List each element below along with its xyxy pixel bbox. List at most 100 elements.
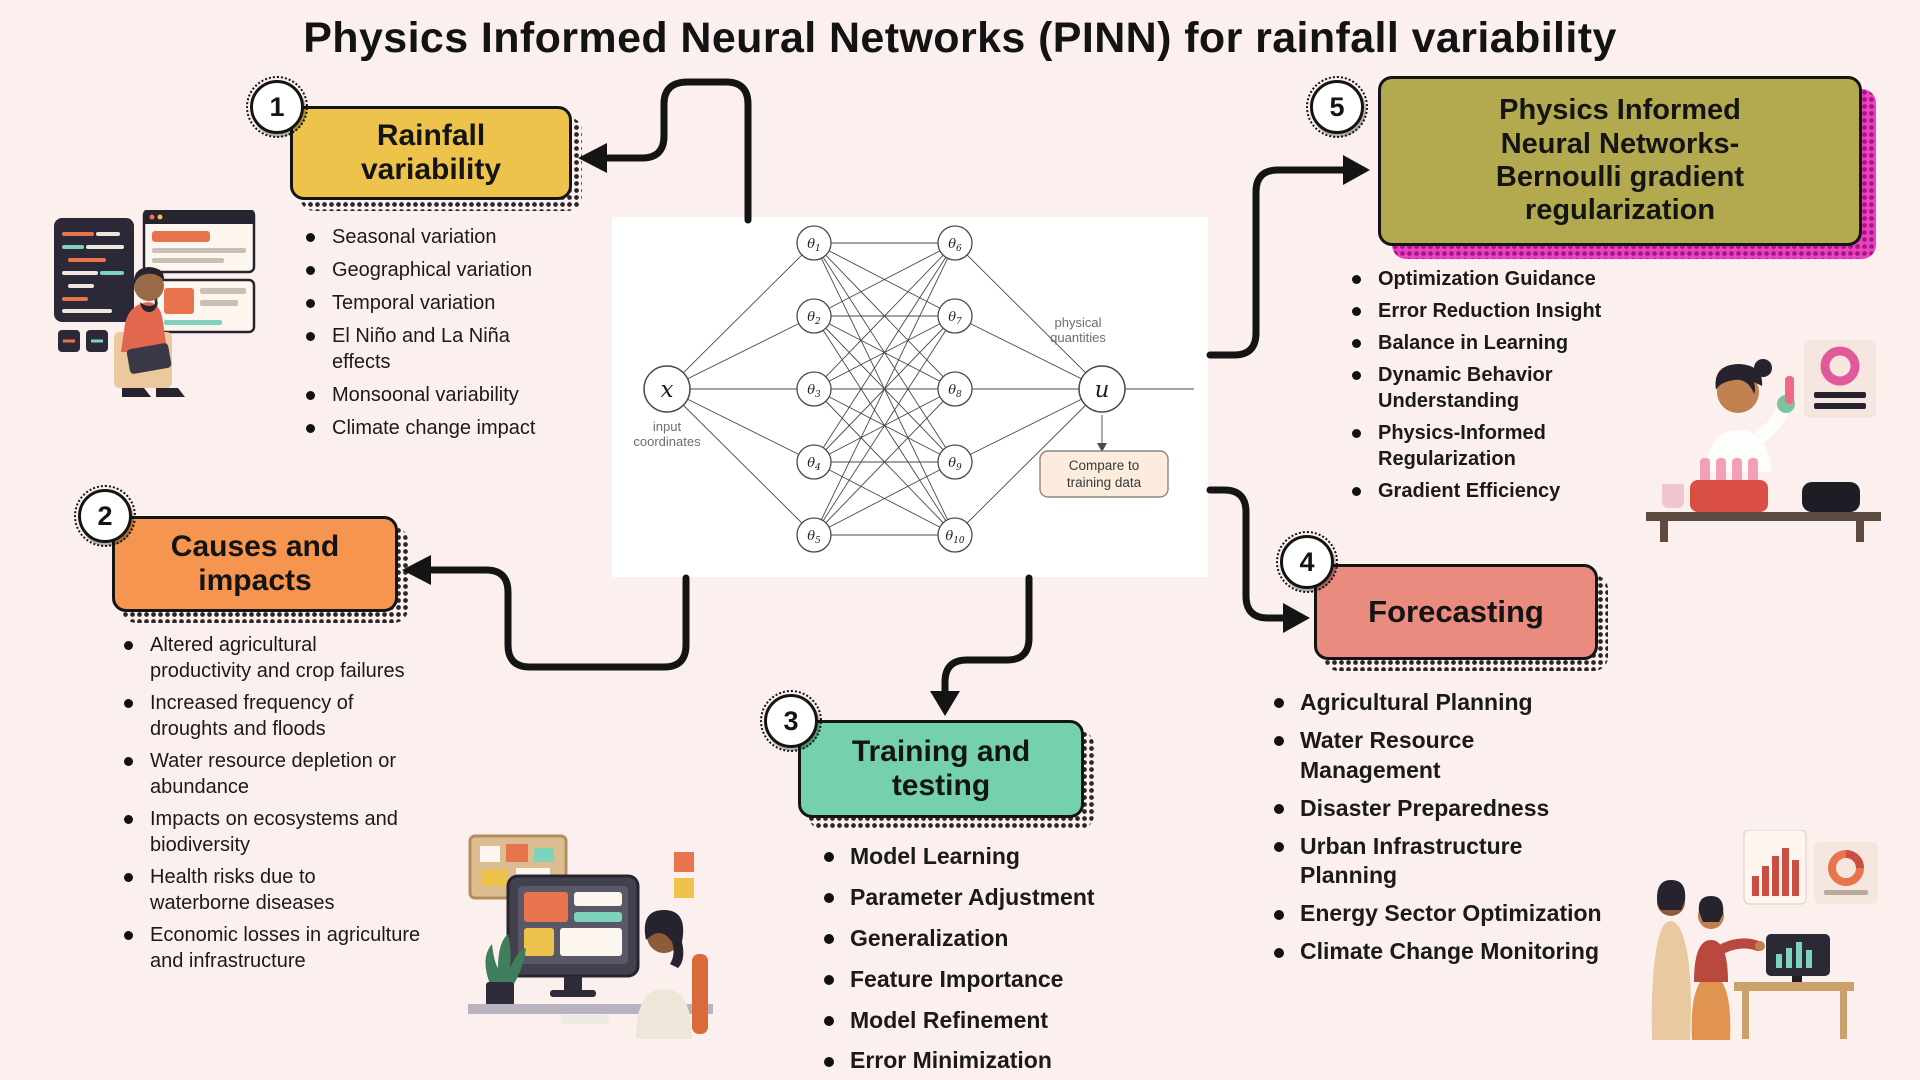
- rect-shape: [200, 300, 238, 306]
- desk-with-monitor: [1734, 934, 1854, 1039]
- desk-top: [468, 1004, 713, 1014]
- hidden-node-label: θ2: [807, 310, 821, 327]
- g-shape: [1776, 942, 1812, 968]
- nn-edge: [813, 242, 956, 317]
- browser-windows: [142, 210, 256, 334]
- step-number: 5: [1329, 91, 1345, 122]
- equipment-card: [1804, 340, 1876, 418]
- list-item: Dynamic Behavior Understanding: [1348, 362, 1668, 414]
- arrowhead-section-5: [1343, 155, 1370, 185]
- list-item: Altered agricultural productivity and cr…: [120, 632, 500, 684]
- rect-shape: [1814, 403, 1866, 409]
- nn-edge: [954, 242, 1103, 390]
- path-shape: [133, 267, 165, 286]
- path-shape: [1651, 921, 1691, 1040]
- rect-shape: [482, 870, 508, 886]
- nn-tspan: θ: [948, 237, 956, 252]
- seated-developer: [114, 267, 185, 397]
- nn-tspan: 10: [953, 536, 965, 546]
- circle-shape: [157, 214, 163, 220]
- section-title: Physics Informed Neural Networks- Bernou…: [1495, 94, 1745, 227]
- section-title: Rainfall variability: [360, 118, 502, 187]
- list-item: Urban Infrastructure Planning: [1270, 832, 1650, 892]
- list-item: Model Learning: [820, 842, 1160, 872]
- presentation-illustration-svg: [1651, 830, 1878, 1040]
- list-item: Parameter Adjustment: [820, 883, 1160, 913]
- page-title: Physics Informed Neural Networks (PINN) …: [303, 14, 1617, 62]
- path-shape: [1657, 880, 1686, 910]
- rect-shape: [1840, 991, 1847, 1039]
- monitor: [506, 874, 640, 997]
- list-item: Economic losses in agriculture and infra…: [120, 922, 500, 974]
- nn-tspan: 5: [815, 536, 821, 546]
- list-item: Temporal variation: [302, 290, 602, 316]
- nn-down-arrowhead: [1097, 443, 1107, 452]
- rect-shape: [560, 928, 622, 956]
- nn-tspan: θ: [807, 237, 815, 252]
- nn-edge: [813, 461, 956, 536]
- rect-shape: [524, 892, 568, 922]
- nn-tspan: θ: [948, 310, 956, 325]
- rect-shape: [1742, 991, 1749, 1039]
- plant: [485, 934, 526, 1006]
- rect-shape: [1734, 982, 1854, 991]
- nn-tspan: 2: [814, 317, 821, 327]
- hidden-node-label: θ1: [807, 237, 821, 254]
- rect-shape: [1772, 856, 1779, 896]
- list-item: Gradient Efficiency: [1348, 478, 1668, 504]
- input-node-label: x: [661, 377, 674, 403]
- rect-shape: [574, 912, 622, 922]
- nn-tspan: θ: [807, 383, 815, 398]
- nn-tspan: θ: [807, 456, 815, 471]
- rect-shape: [1792, 860, 1799, 896]
- illustration-data-presentation: [1648, 830, 1883, 1042]
- path-shape: [485, 934, 526, 984]
- rect-shape: [1646, 512, 1881, 521]
- step-number: 4: [1299, 546, 1315, 577]
- nn-tspan: coordinates: [633, 434, 701, 449]
- path-shape: [1698, 896, 1724, 922]
- list-item: Disaster Preparedness: [1270, 794, 1650, 824]
- hidden-node: [937, 298, 973, 334]
- rect-shape: [674, 852, 694, 872]
- nn-tspan: θ: [807, 310, 815, 325]
- rect-shape: [692, 954, 708, 1034]
- rect-shape: [1782, 848, 1789, 896]
- rect-shape: [1776, 954, 1782, 968]
- arrow-to-section-1: [602, 78, 752, 224]
- rect-shape: [54, 218, 134, 322]
- circle-shape: [1755, 941, 1765, 951]
- nn-tspan: θ: [948, 456, 956, 471]
- hidden-node: [796, 298, 832, 334]
- step-number: 3: [783, 705, 799, 736]
- input-node: [643, 365, 691, 413]
- list-item: Error Reduction Insight: [1348, 298, 1668, 324]
- list-item: Water Resource Management: [1270, 726, 1650, 786]
- nn-edge: [813, 388, 956, 536]
- list-item: Climate change impact: [302, 415, 602, 441]
- nn-edge: [666, 315, 815, 390]
- step-badge-3: 3: [760, 690, 822, 752]
- nn-tspan: quantities: [1050, 330, 1106, 345]
- list-item: Agricultural Planning: [1270, 688, 1650, 718]
- rect-shape: [152, 258, 224, 263]
- section-title: Causes and impacts: [170, 529, 340, 598]
- illustration-workspace-desk: [468, 834, 713, 1041]
- arrowhead-section-3: [930, 691, 960, 716]
- nn-tspan: Compare to: [1069, 458, 1140, 473]
- hidden-node: [796, 517, 832, 553]
- nn-edge: [813, 242, 956, 536]
- step-badge-4: 4: [1276, 531, 1338, 593]
- list-item: Optimization Guidance: [1348, 266, 1668, 292]
- nn-tspan: 7: [956, 317, 962, 327]
- path-shape: [1694, 940, 1728, 982]
- hidden-node: [796, 371, 832, 407]
- nn-tspan: 4: [814, 463, 821, 473]
- circle-shape: [1820, 346, 1860, 386]
- rect-shape: [200, 288, 246, 294]
